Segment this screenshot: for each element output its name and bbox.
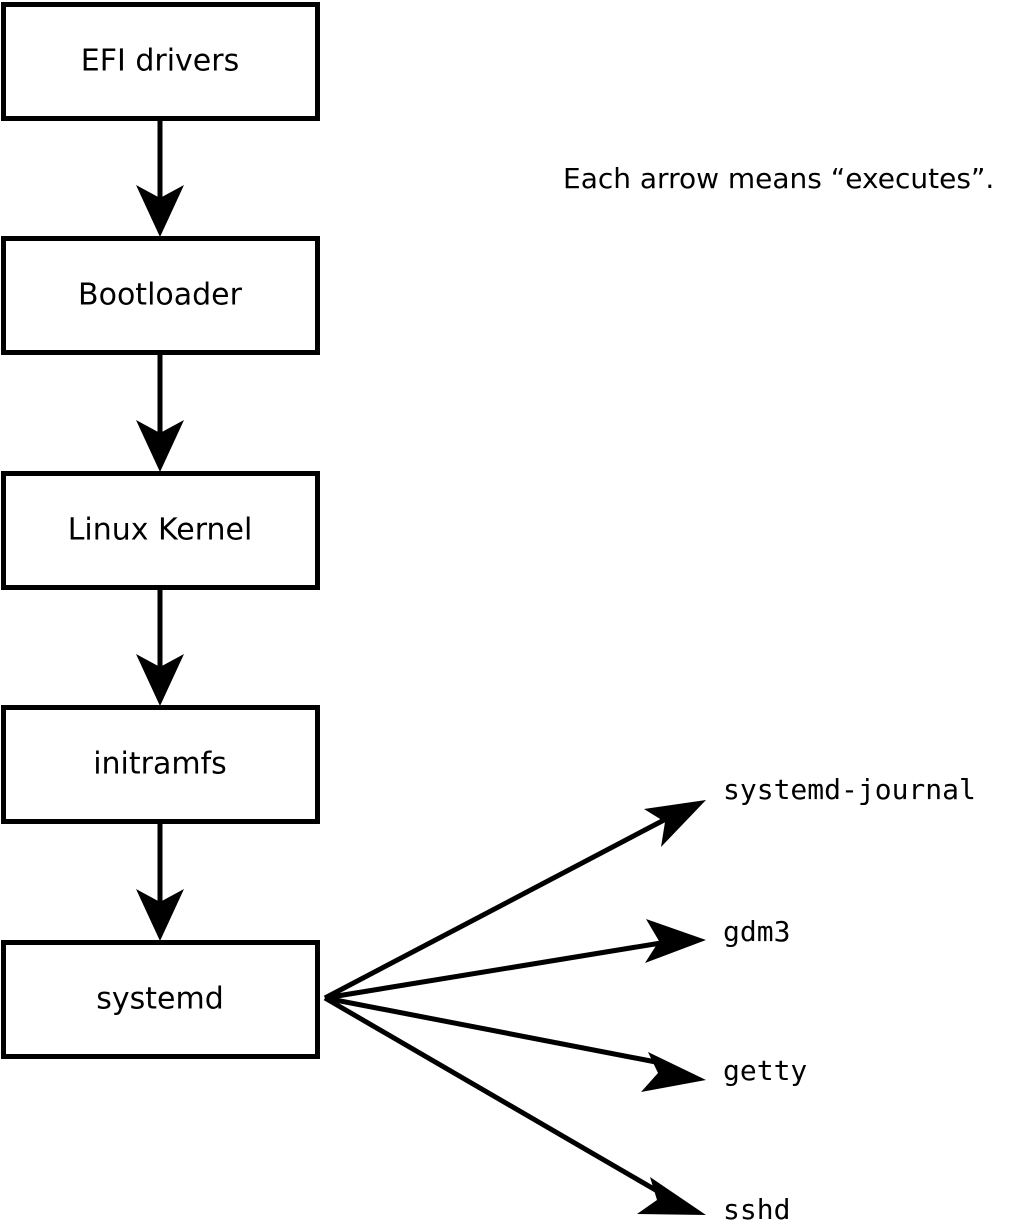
- arrow-efi-drivers-to-bootloader: [136, 119, 184, 237]
- stage-box-label: systemd: [96, 982, 224, 1017]
- diagram-caption: Each arrow means “executes”.: [563, 162, 994, 195]
- stage-box-label: initramfs: [93, 747, 227, 782]
- service-label-gdm3: gdm3: [723, 915, 790, 948]
- stage-box-rect: [1, 471, 320, 590]
- arrow-bootloader-to-linux-kernel: [136, 353, 184, 472]
- arrow-shaft: [323, 995, 661, 1195]
- service-labels-group: systemd-journal gdm3 getty sshd: [723, 773, 976, 1226]
- stage-box-rect: [1, 940, 320, 1059]
- stage-box-initramfs[interactable]: initramfs: [1, 705, 320, 824]
- stage-box-linux-kernel[interactable]: Linux Kernel: [1, 471, 320, 590]
- arrow-head-down-icon: [136, 654, 184, 706]
- arrow-head-diagonal-icon: [645, 919, 706, 963]
- stage-boxes-group: EFI drivers Bootloader Linux Kernel init…: [1, 2, 320, 1059]
- stage-box-efi-drivers[interactable]: EFI drivers: [1, 2, 320, 121]
- stage-box-label: Linux Kernel: [68, 513, 253, 548]
- stage-box-label: Bootloader: [78, 278, 243, 313]
- stage-box-rect: [1, 705, 320, 824]
- arrow-head-down-icon: [136, 185, 184, 237]
- service-label-getty: getty: [723, 1054, 807, 1087]
- stage-arrows-group: [136, 119, 184, 941]
- service-label-sshd: sshd: [723, 1193, 790, 1226]
- arrow-initramfs-to-systemd: [136, 822, 184, 941]
- arrow-shaft: [324, 995, 662, 1066]
- arrow-head-diagonal-icon: [641, 1052, 706, 1092]
- arrow-shaft: [323, 817, 666, 1001]
- stage-box-systemd[interactable]: systemd: [1, 940, 320, 1059]
- arrow-systemd-to-systemd-journal: [323, 800, 706, 1001]
- stage-box-rect: [1, 236, 320, 355]
- service-label-systemd-journal: systemd-journal: [723, 773, 976, 806]
- arrow-shaft: [324, 940, 662, 1001]
- arrow-linux-kernel-to-initramfs: [136, 588, 184, 706]
- arrow-head-diagonal-icon: [637, 1177, 706, 1215]
- arrow-head-diagonal-icon: [644, 800, 706, 847]
- arrow-head-down-icon: [136, 420, 184, 472]
- arrow-systemd-to-getty: [324, 995, 706, 1092]
- stage-box-label: EFI drivers: [81, 44, 239, 79]
- arrow-systemd-to-gdm3: [324, 919, 706, 1001]
- arrow-head-down-icon: [136, 889, 184, 941]
- arrow-systemd-to-sshd: [323, 995, 706, 1215]
- stage-box-rect: [1, 2, 320, 121]
- service-arrows-group: [323, 800, 706, 1215]
- stage-box-bootloader[interactable]: Bootloader: [1, 236, 320, 355]
